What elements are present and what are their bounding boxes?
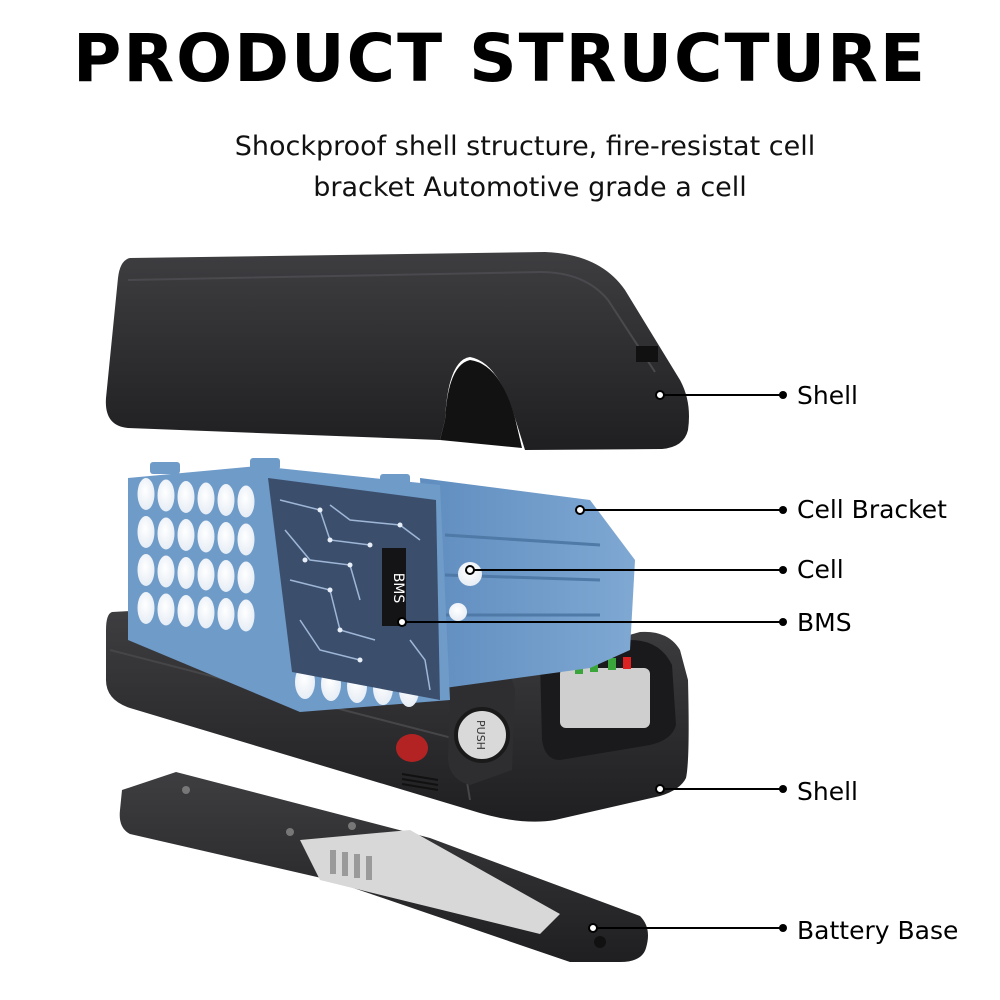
pcb-via [337, 627, 343, 633]
cell-cap [217, 598, 235, 630]
pcb-trace [279, 499, 371, 546]
label-shell-top: Shell [797, 381, 858, 410]
led-red [623, 657, 631, 669]
callout-dots [397, 390, 787, 933]
cell-cap [137, 478, 155, 510]
top-shell-opening [440, 360, 522, 448]
base-contacts [330, 850, 372, 880]
power-switch [396, 734, 428, 762]
subtitle-line-1: Shockproof shell structure, fire-resista… [234, 131, 816, 162]
bms-board [268, 478, 440, 700]
cell-cap [157, 593, 175, 626]
label-cell: Cell [797, 555, 844, 584]
cell-cap [177, 519, 195, 551]
pcb-via [327, 587, 333, 593]
cell-cap [237, 561, 255, 594]
cell-cap [237, 485, 255, 518]
label-bms: BMS [797, 608, 852, 637]
label-cell-bracket: Cell Bracket [797, 495, 947, 524]
led-green-3 [608, 658, 616, 670]
page-title: PRODUCT STRUCTURE [72, 20, 928, 97]
pcb-trace [284, 529, 361, 601]
cell-cap [157, 555, 175, 588]
cell-cap [157, 479, 175, 512]
push-button-label: PUSH [474, 720, 487, 750]
top-shell-notch [636, 346, 658, 362]
callout-lines [402, 394, 783, 929]
pcb-trace [409, 639, 431, 691]
cell-cap [137, 554, 155, 586]
cell-bracket-side [420, 478, 635, 690]
cell-cap [197, 520, 215, 553]
cell-cap [177, 557, 195, 589]
pcb-trace [329, 504, 421, 541]
cell-cap [157, 517, 175, 550]
pcb-via [397, 522, 403, 528]
side-cell-cap [449, 603, 467, 621]
top-shell-body [105, 252, 690, 450]
push-button [454, 707, 510, 763]
top-shell-highlight [127, 270, 656, 373]
subtitle-line-2: bracket Automotive grade a cell [313, 172, 747, 203]
pcb-via [357, 657, 363, 663]
cell-cap [237, 523, 255, 556]
base-mount-hole [594, 936, 606, 948]
cell-cap [217, 560, 235, 592]
cell-cap [197, 482, 215, 515]
vent-grille [401, 773, 439, 791]
label-shell-bottom: Shell [797, 777, 858, 806]
bms-chip-label: BMS [390, 573, 406, 604]
bms-chip [382, 548, 406, 626]
cell-cap [217, 484, 235, 516]
pcb-via [367, 542, 373, 548]
cell-cap [177, 595, 195, 627]
top-shell [105, 252, 690, 450]
pcb-trace [289, 579, 376, 641]
connector-block [560, 668, 650, 728]
base-screw-hole [286, 828, 294, 836]
pcb-via [327, 537, 333, 543]
cell-pack: BMS [128, 458, 635, 712]
base-screw-hole [182, 786, 190, 794]
cell-cap [137, 516, 155, 548]
cell-cap [197, 596, 215, 629]
label-battery-base: Battery Base [797, 916, 959, 945]
bms-traces [279, 499, 431, 691]
bracket-tabs [150, 458, 410, 486]
cell-cap [197, 558, 215, 591]
cell-cap [237, 599, 255, 632]
base-screw-hole [348, 822, 356, 830]
cell-grid [137, 478, 419, 707]
cell-cap [137, 592, 155, 624]
pcb-trace [299, 619, 361, 661]
battery-base-rail [300, 830, 560, 934]
pcb-via [347, 562, 353, 568]
cell-cap [217, 522, 235, 554]
battery-base [119, 772, 648, 962]
pcb-via [317, 507, 323, 513]
pcb-via [302, 557, 308, 563]
cell-cap [177, 481, 195, 513]
